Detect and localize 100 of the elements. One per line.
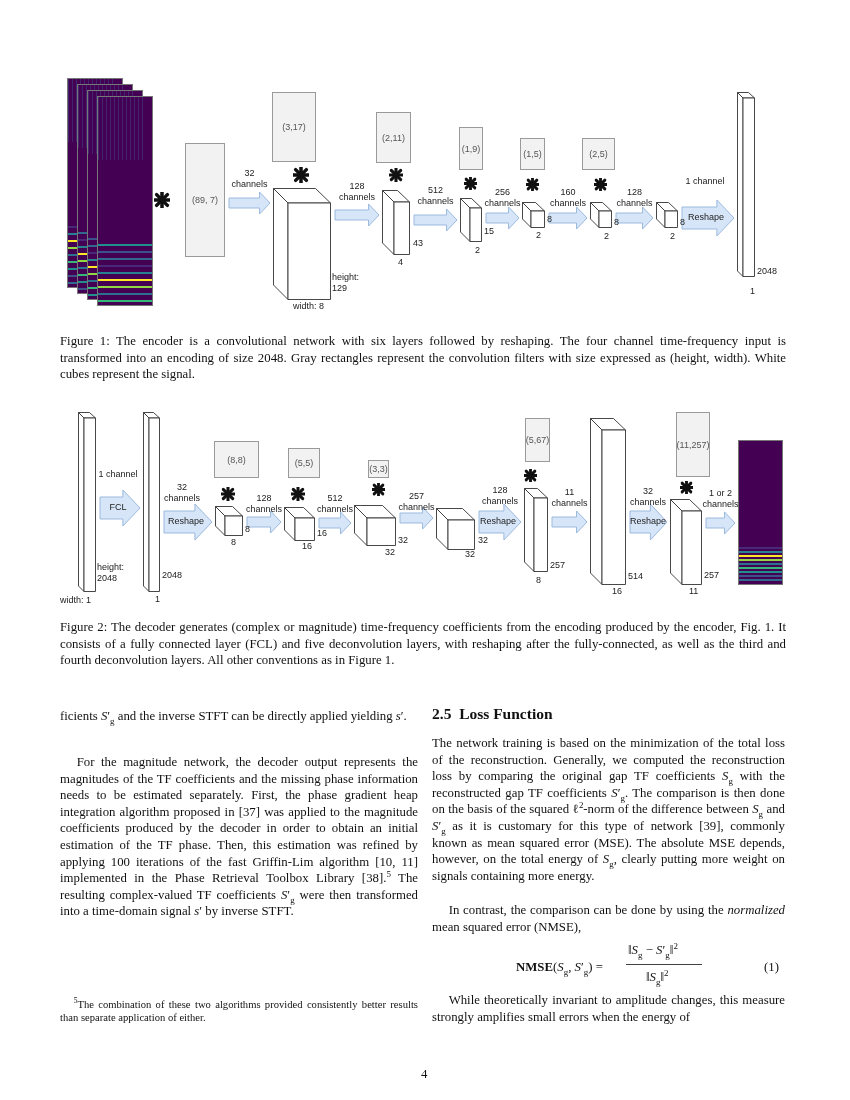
block-arrow <box>413 208 458 232</box>
dimension-label: 16 <box>302 541 312 552</box>
dimension-label: 514 <box>628 571 644 582</box>
dimension-label: 8 <box>614 217 619 228</box>
cube-drawing <box>284 507 315 541</box>
block-arrow <box>318 511 352 535</box>
section-heading: 2.5 Loss Function <box>432 706 553 723</box>
edge-label: 11 channels <box>550 487 589 509</box>
equation: ‖S$_{g}$ − S′$_{g}$‖$^{2}$ <box>628 942 678 959</box>
dimension-label: 2 <box>475 245 480 256</box>
filter-box: (89, 7) <box>185 143 225 257</box>
equation: NMSE(S$_{g}$, S′$_{g}$) = <box>516 959 603 976</box>
dimension-label: width: 8 <box>293 301 325 312</box>
block-arrow <box>163 503 213 541</box>
block-arrow <box>334 203 380 227</box>
equation: ‖S$_{g}$‖$^{2}$ <box>646 969 669 986</box>
filter-box: (2,11) <box>376 112 411 163</box>
dimension-label: 257 <box>550 560 566 571</box>
block-arrow <box>228 191 271 215</box>
edge-label: 160 channels <box>549 187 587 209</box>
dimension-label: 257 <box>704 570 720 581</box>
dimension-label: 32 <box>478 535 488 546</box>
dimension-label: 8 <box>680 217 685 228</box>
cube-drawing <box>354 505 396 546</box>
paragraph: In contrast, the comparison can be done by using the normalized mean squared error (NMSE), <box>432 902 785 936</box>
edge-label: 512 channels <box>316 493 354 515</box>
cube-drawing <box>656 202 678 228</box>
footnote: $^{5}$The combination of these two algorithms provided consistently better results than separate application of either. <box>60 998 418 1024</box>
paragraph: For the magnitude network, the decoder output represents the magnitudes of the TF coefficients and the missing phase information needs to be estimated separately. First, the phase gradient heap integration algorithm proposed in [37] was applied to the magnitude coefficients produced by the decoder in order to obtain an initial estimation of the TF phase. Then, this estimation was refined by applying 100 iterations of the fast Griffin-Lim algorithm [10, 11] implemented in the Phase Retrieval Toolbox Library [38].$^{5}$ The resulting complex-valued TF coefficients S′$_{g}$ were then transformed into a time-domain signal s′ by inverse STFT. <box>60 754 418 920</box>
block-arrow <box>485 206 520 230</box>
edge-label: 1 or 2 channels <box>701 488 740 510</box>
block-arrow <box>478 503 522 541</box>
edge-label: Reshape <box>687 212 725 223</box>
edge-label: FCL <box>108 502 128 513</box>
block-arrow <box>99 489 141 527</box>
dimension-label: 1 <box>155 594 160 605</box>
dimension-label: 2048 <box>757 266 778 277</box>
page-number: 4 <box>421 1066 428 1083</box>
filter-box: (5,5) <box>288 448 320 478</box>
cube-drawing <box>737 92 755 277</box>
block-arrow <box>246 510 282 534</box>
filter-box: (8,8) <box>214 441 259 478</box>
cube-drawing <box>78 412 96 592</box>
cube-drawing <box>460 198 482 242</box>
dimension-label: 8 <box>231 537 236 548</box>
cube-drawing <box>273 188 331 300</box>
dimension-label: 11 <box>689 586 699 597</box>
paragraph: The network training is based on the minimization of the total loss of the reconstruction. Generally, we computed the reconstruction loss by comparing the original gap TF coefficients S$_{g}$ with the reconstructed gap TF coefficients S′$_{g}$. The comparison is then done on the basis of the squared ℓ$^{2}$-norm of the difference between S$_{g}$ and S′$_{g}$ as it is customary for this type of network [39], commonly known as mean squared error (MSE). The absolute MSE depends, however, on the total energy of S$_{g}$, clearly putting more weight on signals containing more energy. <box>432 735 785 885</box>
dimension-label: 8 <box>245 524 250 535</box>
edge-label: 128 channels <box>245 493 283 515</box>
edge-label: 512 channels <box>416 185 455 207</box>
cube-drawing <box>215 506 243 536</box>
filter-box: (5,67) <box>525 418 550 462</box>
dimension-label: 15 <box>484 226 494 237</box>
cube-drawing <box>382 190 410 255</box>
block-arrow <box>705 511 736 535</box>
block-arrow <box>681 199 735 237</box>
cube-drawing <box>524 488 548 572</box>
paragraph: ficients S′$_{g}$ and the inverse STFT can be directly applied yielding s′. <box>60 708 408 725</box>
cube-drawing <box>670 499 702 585</box>
edge-label: 256 channels <box>483 187 522 209</box>
dimension-label: width: 1 <box>60 595 92 606</box>
filter-box: (1,5) <box>520 138 545 170</box>
channel-label: 32 channels <box>629 486 667 508</box>
spectrogram-drawing <box>67 78 153 306</box>
cube-drawing <box>590 418 626 585</box>
dimension-label: 8 <box>547 214 552 225</box>
edge-label: 128 channels <box>615 187 654 209</box>
dimension-label: 8 <box>536 575 541 586</box>
paragraph: While theoretically invariant to amplitude changes, this measure strongly amplifies small errors when the energy of <box>432 992 785 1026</box>
dimension-label: 16 <box>612 586 622 597</box>
dimension-label: 1 <box>750 286 755 297</box>
channel-label: 32 channels <box>163 482 201 504</box>
filter-box: (3,3) <box>368 460 389 478</box>
figure-caption: Figure 1: The encoder is a convolutional network with six layers followed by reshaping. The four channel time-frequency input is transformed into an encoding of size 2048. Gray rectangles represent the convolution filters with size expressed as (height, width). White cubes represent the signal. <box>60 333 786 383</box>
dimension-label: 4 <box>398 257 403 268</box>
edge-label: 128 channels <box>338 181 376 203</box>
dimension-label: 43 <box>413 238 423 249</box>
dimension-label: 32 <box>385 547 395 558</box>
dimension-label: 2 <box>604 231 609 242</box>
cube-drawing <box>590 202 612 228</box>
filter-box: (3,17) <box>272 92 316 162</box>
block-arrow <box>629 503 668 541</box>
filter-box: (2,5) <box>582 138 615 170</box>
dimension-label: 16 <box>317 528 327 539</box>
edge-label: Reshape <box>479 516 517 527</box>
channel-label: 1 channel <box>98 469 138 480</box>
dimension-label: height: 129 <box>332 272 361 294</box>
cube-drawing <box>436 508 475 550</box>
filter-box: (11,257) <box>676 412 710 477</box>
dimension-label: 32 <box>398 535 408 546</box>
edge-label: Reshape <box>167 516 205 527</box>
cube-drawing <box>143 412 160 592</box>
channel-label: 1 channel <box>685 176 725 187</box>
spectrogram-drawing <box>738 440 783 585</box>
block-arrow <box>615 206 654 230</box>
dimension-label: height: 2048 <box>97 562 126 584</box>
dimension-label: 2048 <box>162 570 183 581</box>
cube-drawing <box>522 202 545 228</box>
filter-box: (1,9) <box>459 127 483 170</box>
